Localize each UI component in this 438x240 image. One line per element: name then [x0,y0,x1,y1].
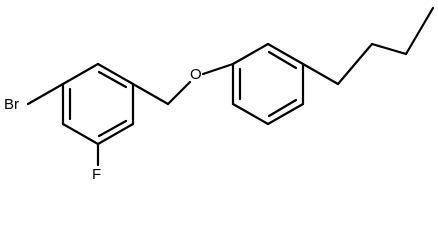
bond [266,102,305,126]
double-bond-inner [267,98,298,118]
bond [131,82,170,106]
oxygen-label: O [190,66,202,83]
bond [166,80,192,106]
butylphenyl-ring [231,42,305,126]
double-bond-inner [97,70,128,89]
bond [404,6,435,56]
bond [201,62,235,76]
bond [61,62,100,86]
bromofluorophenyl-ring [26,62,135,146]
bond [231,102,270,126]
bromine-label: Br [4,96,19,113]
bond [266,42,305,66]
bond [61,122,100,146]
bond [26,82,65,106]
bond [301,62,340,86]
bond [96,122,135,146]
chemical-structure-diagram: Br F O [4,6,435,183]
double-bond-inner [97,119,128,138]
bond [231,42,270,66]
bond [370,42,408,56]
bond [96,62,135,86]
bond [336,42,374,86]
fluorine-label: F [92,166,101,183]
double-bond-inner [267,50,298,70]
